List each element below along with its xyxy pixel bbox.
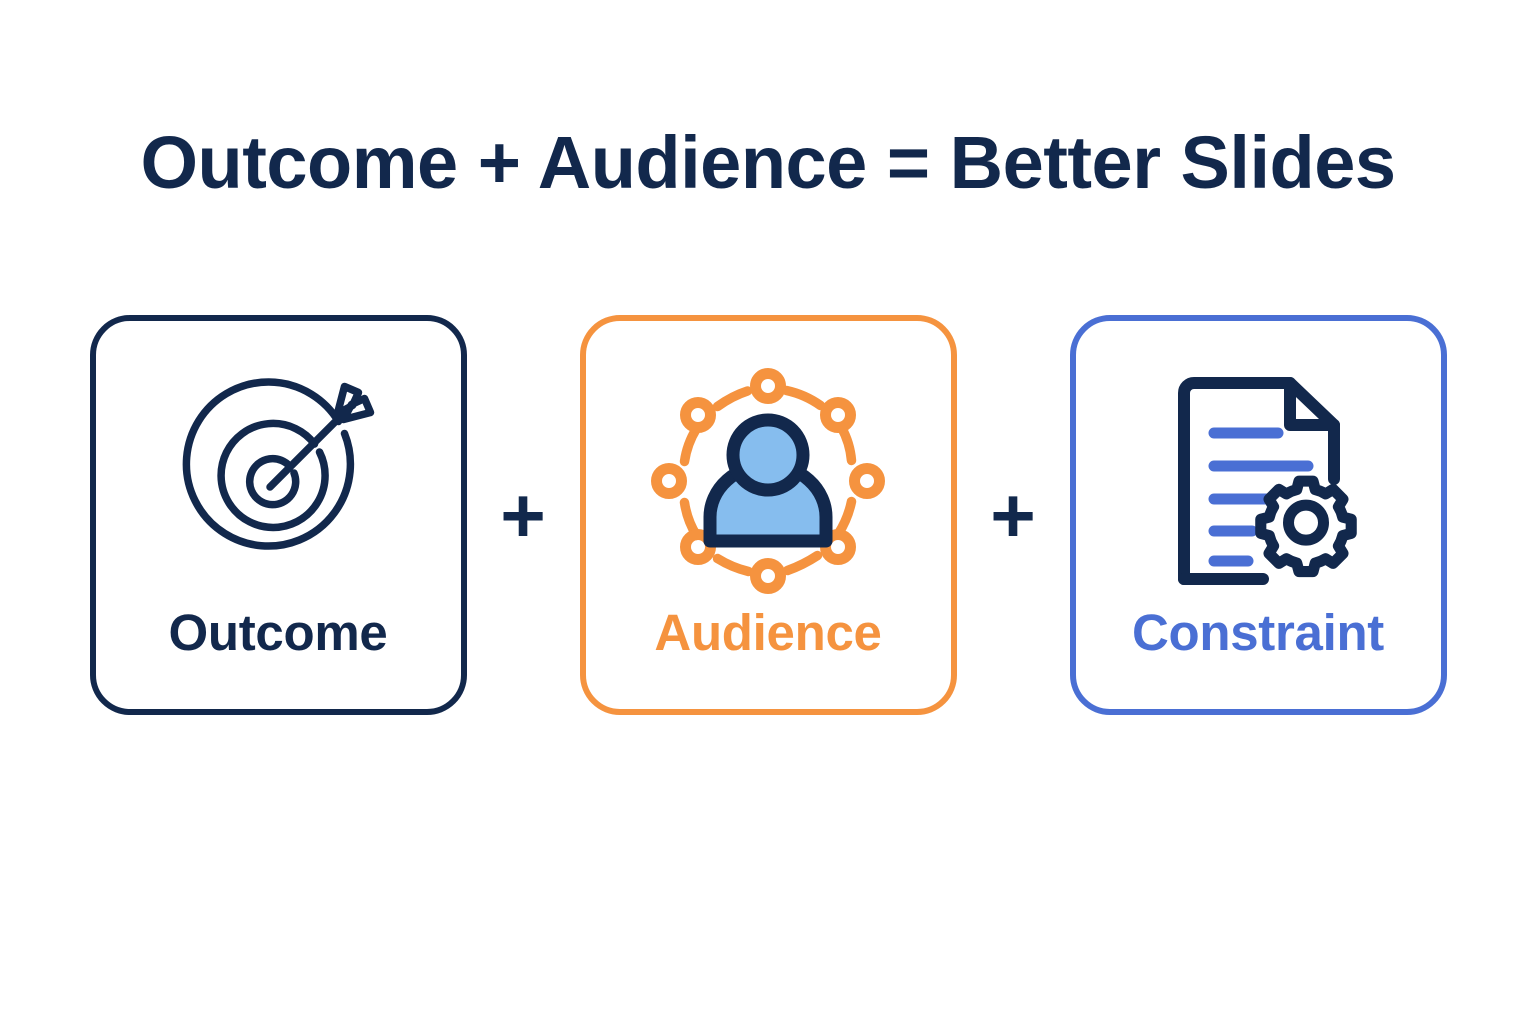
plus-separator-1: + [500, 471, 546, 559]
card-constraint-label: Constraint [1131, 604, 1384, 661]
card-audience[interactable]: Audience [579, 315, 957, 715]
plus-separator-2: + [990, 471, 1036, 559]
card-constraint[interactable]: Constraint [1069, 315, 1447, 715]
card-outcome[interactable]: Outcome [89, 315, 467, 715]
card-outcome-label: Outcome [168, 604, 388, 661]
concept-cards-row: Outcome + [0, 313, 1536, 717]
audience-network-person-icon [648, 365, 888, 597]
card-audience-label: Audience [654, 604, 882, 661]
document-gear-icon [1138, 365, 1378, 597]
page-title: Outcome + Audience = Better Slides [140, 121, 1396, 204]
target-arrow-icon [158, 365, 398, 597]
